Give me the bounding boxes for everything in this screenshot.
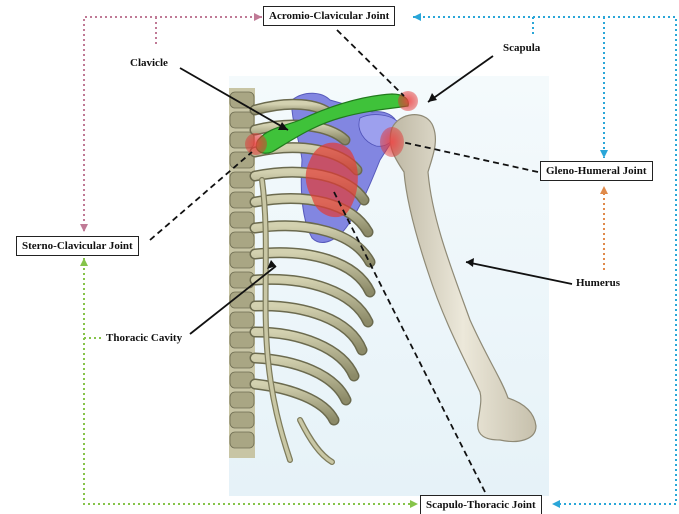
scapula-label: Scapula	[503, 41, 540, 55]
scapulo-thoracic-joint-label: Scapulo-Thoracic Joint	[420, 495, 542, 514]
clavicle-label: Clavicle	[130, 56, 168, 70]
gleno-humeral-joint-marker	[380, 127, 404, 157]
sterno-clavicular-joint-marker	[245, 133, 267, 155]
sterno-clavicular-joint-label: Sterno-Clavicular Joint	[16, 236, 139, 256]
acromio-clavicular-joint-label: Acromio-Clavicular Joint	[263, 6, 395, 26]
gleno-humeral-joint-label: Gleno-Humeral Joint	[540, 161, 653, 181]
humerus-label: Humerus	[576, 276, 620, 290]
thoracic-cavity-label: Thoracic Cavity	[106, 331, 182, 345]
